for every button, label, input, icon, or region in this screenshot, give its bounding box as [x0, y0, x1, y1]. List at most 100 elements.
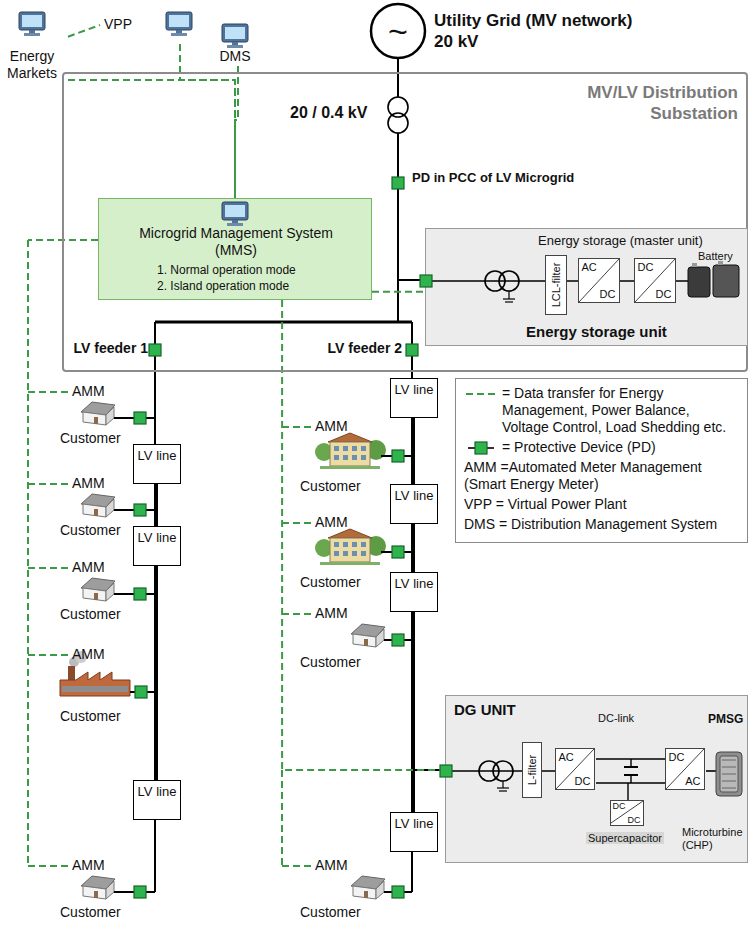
- line-box: LV line: [133, 526, 181, 566]
- node-text: MV/LV Distribution Substation: [563, 82, 738, 124]
- capacitor-symbol: [624, 766, 638, 768]
- node-text: DG UNIT: [454, 701, 516, 718]
- protective-device: [475, 442, 487, 454]
- house-icon: [83, 504, 106, 517]
- lawn-icon: [320, 562, 380, 565]
- building-icon: [343, 542, 348, 547]
- battery-icon: [713, 265, 739, 297]
- house-icon: [94, 417, 98, 424]
- legend-box: = Data transfer for Energy Management, P…: [455, 378, 748, 543]
- legend-row: = Protective Device (PD): [464, 439, 739, 456]
- computer-icon: [171, 33, 187, 36]
- computer-node: VPP: [100, 6, 200, 44]
- node-text: 1. Normal operation mode: [157, 263, 296, 277]
- microturbine-icon: [716, 752, 742, 796]
- node-text: DC: [656, 288, 672, 300]
- protective-device: [392, 634, 404, 646]
- protective-device: [134, 886, 146, 898]
- house-icon: [376, 881, 384, 899]
- node-text: DC: [613, 801, 626, 811]
- meter-label: AMM: [315, 857, 348, 873]
- wire: [499, 790, 507, 791]
- filter-box: L-filter: [522, 742, 542, 798]
- customer-label: Customer: [60, 522, 121, 538]
- legend-row: AMM =Automated Meter Management (Smart E…: [464, 459, 739, 493]
- legend-text: = Data transfer for Energy Management, P…: [502, 385, 739, 436]
- feeder-line: [413, 418, 415, 484]
- protective-device: [406, 344, 418, 356]
- house-icon: [106, 499, 114, 517]
- legend-text: DMS = Distribution Management System: [464, 516, 717, 533]
- pcc-label: PD in PCC of LV Microgrid: [412, 170, 574, 185]
- converter-box: DCDC: [610, 800, 644, 826]
- computer-icon: [22, 15, 42, 27]
- node-text: LCL-filter: [550, 262, 562, 307]
- converter-box: DCAC: [665, 748, 705, 790]
- computer-icon: [222, 202, 248, 220]
- house-icon: [83, 412, 106, 425]
- converter-box: ACDC: [555, 748, 595, 790]
- line-box: LV line: [133, 444, 181, 484]
- building-icon: [343, 446, 348, 451]
- house-icon: [106, 881, 114, 899]
- lawn-icon: [320, 466, 380, 469]
- building-icon: [352, 455, 357, 460]
- converter-box: DCDC: [634, 258, 676, 303]
- grid-source: ~Utility Grid (MV network) 20 kV: [370, 2, 643, 64]
- building-icon: [352, 446, 357, 451]
- house-icon: [83, 588, 106, 601]
- data-line: [282, 613, 311, 615]
- building-icon: [330, 538, 370, 562]
- node-text: 2. Island operation mode: [157, 279, 289, 293]
- wire: [706, 770, 716, 772]
- filter-box: LCL-filter: [545, 255, 567, 315]
- node-text: LV line: [391, 576, 437, 592]
- protective-device: [149, 344, 161, 356]
- data-link: [180, 44, 235, 198]
- node-text: Energy Markets: [2, 48, 62, 82]
- microturbine-icon: [722, 774, 736, 775]
- wire: [503, 298, 515, 299]
- data-line: [281, 770, 283, 866]
- meter-label: AMM: [315, 605, 348, 621]
- node-text: ~: [370, 11, 426, 51]
- customer-label: Customer: [300, 478, 361, 494]
- node-text: AC: [582, 261, 597, 273]
- customer-label: Customer: [300, 574, 361, 590]
- computer-icon: [166, 12, 192, 30]
- customer-label: Customer: [60, 606, 121, 622]
- meter-label: AMM: [72, 857, 105, 873]
- meter-label: AMM: [72, 383, 105, 399]
- legend-text: AMM =Automated Meter Management (Smart E…: [464, 459, 739, 493]
- meter-label: AMM: [72, 646, 105, 662]
- node-text: Energy storage unit: [526, 323, 667, 340]
- house-icon: [94, 509, 98, 516]
- feeder-line: [413, 612, 415, 812]
- feeder-label: LV feeder 2: [328, 340, 402, 356]
- data-line: [282, 522, 311, 524]
- customer-label: Customer: [300, 654, 361, 670]
- wire: [630, 775, 631, 783]
- computer-icon: [227, 45, 243, 48]
- building-icon: [361, 446, 366, 451]
- line-box: LV line: [390, 572, 438, 612]
- node-text: LV line: [134, 448, 180, 464]
- data-line: [28, 483, 68, 485]
- protective-device: [134, 412, 146, 424]
- customer-label: Customer: [60, 904, 121, 920]
- node-text: LV line: [391, 816, 437, 832]
- rating-label: 20 / 0.4 kV: [290, 104, 367, 122]
- line-box: LV line: [390, 812, 438, 852]
- node-text: DC: [628, 815, 641, 825]
- data-link: [68, 25, 100, 37]
- node-text: Energy storage (master unit): [538, 233, 703, 248]
- computer-node: Energy Markets: [2, 8, 68, 90]
- computer-icon: [169, 15, 189, 27]
- wire: [627, 783, 628, 801]
- node-text: DC: [575, 775, 591, 787]
- legend-text: = Protective Device (PD): [502, 439, 656, 456]
- protective-device: [392, 177, 404, 189]
- legend-text: VPP = Virtual Power Plant: [464, 496, 627, 513]
- customer-label: Customer: [60, 708, 121, 724]
- node-text: L-filter: [526, 754, 538, 785]
